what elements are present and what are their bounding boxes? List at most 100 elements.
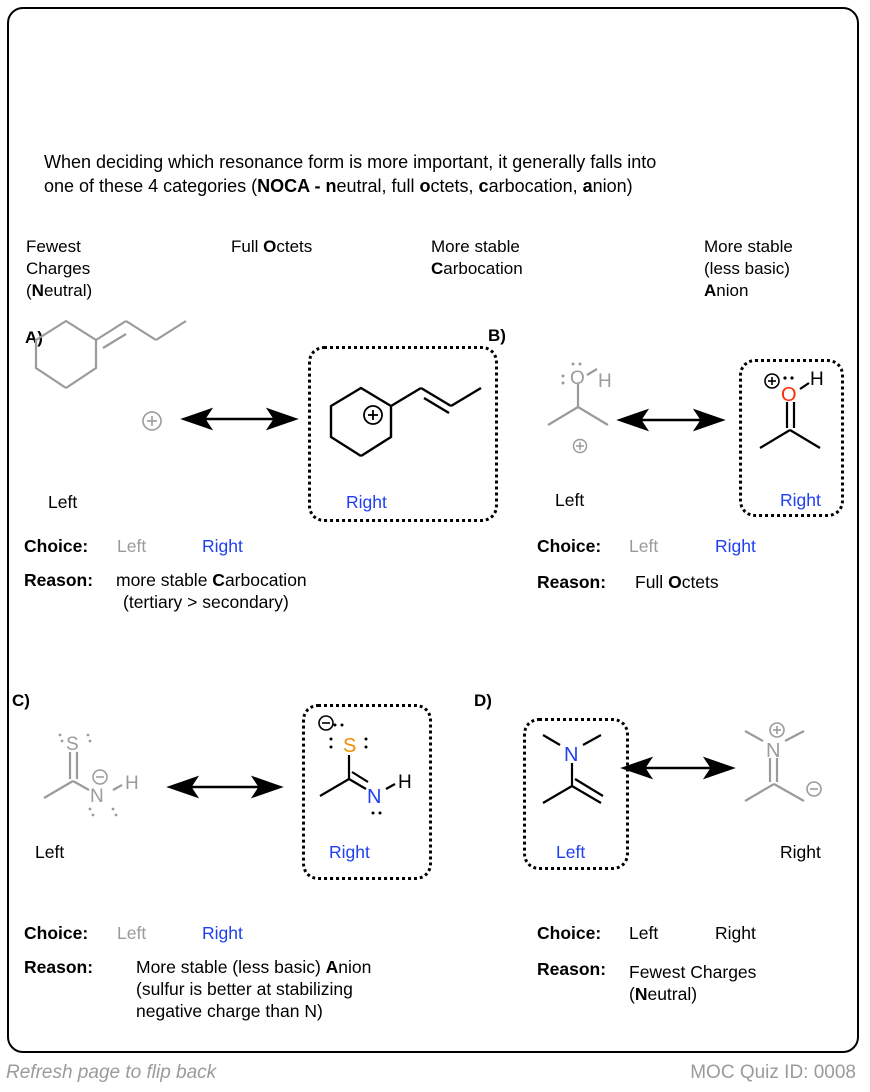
oxygen-atom: O <box>781 384 797 406</box>
bond <box>155 320 187 341</box>
panel-d-right-label: Right <box>780 842 821 862</box>
double-bond <box>571 785 602 804</box>
panel-d-left-label: Left <box>556 842 586 862</box>
plus-charge-icon <box>572 438 588 454</box>
intro-text-part: ctets, <box>430 176 479 196</box>
bond <box>586 368 598 376</box>
oxygen-atom: O <box>570 368 585 389</box>
hydrogen-atom: H <box>810 369 824 390</box>
reason-text-part: N <box>634 984 648 1004</box>
panel-c-left-label: Left <box>35 842 65 862</box>
panel-d-choice-left[interactable]: Left <box>629 923 659 943</box>
panel-a-choice-left[interactable]: Left <box>117 536 147 556</box>
panel-c-choice-label: Choice: <box>24 923 89 943</box>
double-bond <box>348 778 367 790</box>
intro-text-part: arbocation, <box>488 176 583 196</box>
panel-a-left-label: Left <box>48 492 78 512</box>
intro-text-part: n <box>325 176 337 196</box>
panel-d-choice-right[interactable]: Right <box>715 923 756 943</box>
bond <box>582 734 602 746</box>
panel-a-choice-label: Choice: <box>24 536 89 556</box>
minus-charge-icon <box>318 715 334 731</box>
bond <box>390 386 422 408</box>
reason-text-part: A <box>325 957 339 977</box>
panel-c-answer-box <box>302 704 432 880</box>
sulfur-atom: S <box>66 734 79 755</box>
reason-line: (sulfur is better at stabilizing <box>136 979 353 999</box>
category-text-part: N <box>31 281 44 300</box>
intro-text-part: a <box>582 176 593 196</box>
panel-b-answer-box <box>739 359 844 517</box>
resonance-arrow-icon <box>620 756 736 780</box>
reason-text-part: Full <box>635 572 669 592</box>
reason-line: (Neutral) <box>629 983 756 1005</box>
category-text: More stable <box>431 237 520 256</box>
panel-b-reason-text: Full Octets <box>635 571 719 593</box>
panel-a-left-molecule <box>34 319 187 389</box>
panel-a-reason-label: Reason: <box>24 570 94 590</box>
panel-b-left-label: Left <box>555 490 585 510</box>
category-text: More stable <box>704 237 793 256</box>
double-bond <box>95 320 127 341</box>
reason-text-part: ( <box>629 984 635 1004</box>
panel-a-label: A) <box>25 328 43 347</box>
resonance-arrow-icon <box>166 775 284 799</box>
category-text-part: ( <box>26 281 32 300</box>
intro-text-part: c <box>478 176 489 196</box>
hydrogen-atom: H <box>398 772 412 793</box>
reason-text-part: more stable <box>116 570 213 590</box>
double-bond <box>420 386 452 408</box>
category-text: Fewest <box>26 237 81 256</box>
category-text: (Neutral) <box>26 280 92 302</box>
panel-b-choice-left[interactable]: Left <box>629 536 659 556</box>
bond <box>744 730 764 742</box>
panel-b-choice-label: Choice: <box>537 536 602 556</box>
panel-a-choice-right[interactable]: Right <box>202 536 243 556</box>
plus-charge-icon <box>764 373 780 389</box>
intro-text-part: eutral, full <box>336 176 420 196</box>
category-text: Anion <box>704 280 793 302</box>
category-text-part: arbocation <box>443 259 523 278</box>
plus-charge-icon <box>769 722 785 738</box>
bond <box>319 778 350 797</box>
panel-b-choice-right[interactable]: Right <box>715 536 756 556</box>
cyclohexane-ring <box>329 386 393 458</box>
intro-text-part: - <box>309 176 326 196</box>
intro-text-part: nion) <box>592 176 633 196</box>
category-text-part: eutral) <box>43 281 93 300</box>
quiz-card[interactable] <box>7 7 859 1053</box>
lone-pair-icon <box>783 376 794 380</box>
lone-pair-icon <box>561 362 582 385</box>
panel-c-choice-left[interactable]: Left <box>117 923 147 943</box>
panel-d-reason-label: Reason: <box>537 959 607 979</box>
panel-b-right-label: Right <box>780 490 821 510</box>
double-bond-inner <box>423 396 450 415</box>
category-text: Charges <box>26 259 91 278</box>
category-text-part: nion <box>716 281 749 300</box>
category-text-part: C <box>431 259 444 278</box>
intro-text-part: o <box>419 176 431 196</box>
resonance-arrow-icon <box>616 408 726 432</box>
category-neutral: Fewest Charges (Neutral) <box>26 236 92 302</box>
reason-text-part: ctets <box>681 572 719 592</box>
category-text: (less basic) <box>704 259 790 278</box>
bond <box>385 783 396 790</box>
nitrogen-atom: N <box>367 786 381 808</box>
bond <box>112 784 123 791</box>
category-octets: Full Octets <box>231 236 312 258</box>
hydrogen-atom: H <box>125 773 139 794</box>
intro-line-1: When deciding which resonance form is mo… <box>44 152 657 172</box>
acronym: NOCA <box>257 176 310 196</box>
nitrogen-atom: N <box>564 744 578 766</box>
panel-a-reason-text: more stable Carbocation <box>116 569 307 591</box>
nitrogen-atom: N <box>766 740 780 762</box>
panel-c-choice-right[interactable]: Right <box>202 923 243 943</box>
flip-back-hint: Refresh page to flip back <box>6 1062 217 1083</box>
